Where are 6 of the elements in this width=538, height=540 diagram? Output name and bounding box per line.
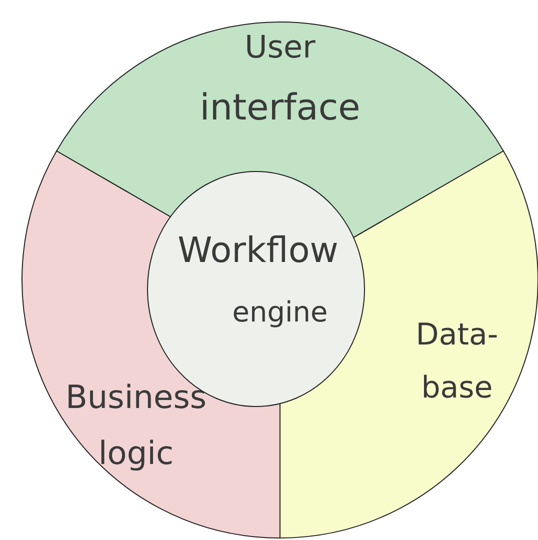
node-label: User [244, 28, 316, 68]
node-label: interface [200, 86, 360, 130]
node-label: Data-base [414, 316, 500, 407]
node-label: Business logic [64, 377, 208, 474]
node-label: Workflow [178, 230, 338, 274]
node-label: engine [232, 294, 328, 330]
